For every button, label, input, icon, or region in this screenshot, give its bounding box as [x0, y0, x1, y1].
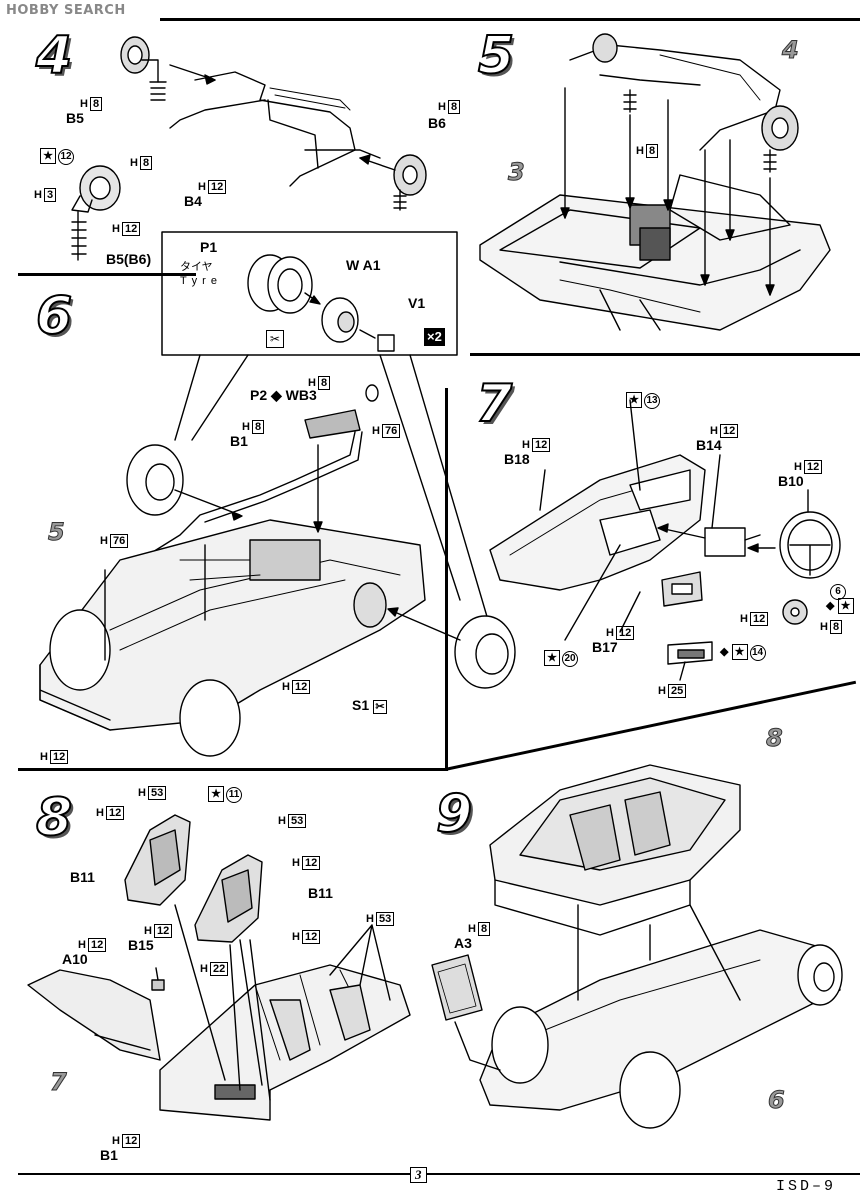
step4-bottom-rule [18, 273, 196, 276]
b4-label: B4 [184, 193, 202, 209]
step5-chassis-drawing [479, 33, 831, 331]
step5-ref-4: 4 [782, 36, 800, 64]
step5-number: 5 [477, 26, 515, 86]
a10-label: A10 [62, 951, 88, 967]
x2-badge: ×2 [424, 328, 445, 346]
step8-number: 8 [35, 788, 73, 848]
wa1-label: W A1 [346, 257, 381, 273]
step6-b1-label: B1 [230, 433, 248, 449]
step9-ref-8: 8 [766, 724, 784, 752]
step7-number: 7 [475, 374, 513, 434]
bottom-rule [18, 1173, 860, 1175]
step6-number: 6 [35, 286, 73, 346]
step9-assembly-drawing [431, 764, 843, 1129]
b14-label: B14 [696, 437, 722, 453]
step7-star20-label: ★20 [544, 650, 578, 667]
step7-color-star-label: ◆ ★ [826, 598, 854, 614]
detail-b5b6-label: B5(B6) [106, 251, 152, 267]
step4-number: 4 [35, 26, 73, 86]
b6-label: B6 [428, 115, 446, 131]
document-code: ISD–9 [776, 1178, 837, 1195]
b18-label: B18 [504, 451, 530, 467]
top-rule [160, 18, 860, 21]
step8-b11b-label: B11 [308, 885, 333, 901]
logo: HOBBY SEARCH [6, 3, 126, 18]
step7-star14-label: ◆ ★14 [720, 644, 766, 661]
s1-label: S1 ✂ [352, 698, 388, 714]
step7-dashboard-drawing [489, 399, 841, 681]
cut-tool-icon: ✂ [266, 330, 284, 348]
step9-number: 9 [435, 784, 473, 844]
step6-chassis-drawing [39, 231, 516, 757]
step5-bottom-rule [470, 353, 860, 356]
tyre-en-label: T y r e [180, 275, 218, 287]
tyre-jp-label: タイヤ [180, 261, 213, 273]
b17-label: B17 [592, 639, 618, 655]
step4-suspension-drawing [71, 36, 427, 261]
step7-left-rule [445, 388, 448, 768]
step8-ref-7: 7 [50, 1068, 68, 1096]
step8-b11a-label: B11 [70, 869, 95, 885]
b15-label: B15 [128, 937, 154, 953]
step6-ref-5: 5 [48, 518, 66, 546]
step8-b1-label: B1 [100, 1147, 118, 1163]
page-number: 3 [410, 1167, 427, 1183]
step6-bottom-rule [18, 768, 448, 771]
a3-label: A3 [454, 935, 472, 951]
detail-star-label: ★12 [40, 148, 74, 165]
b10-label: B10 [778, 473, 804, 489]
b5-label: B5 [66, 110, 84, 126]
step9-ref-6: 6 [768, 1086, 786, 1114]
step8-star11-label: ★11 [208, 786, 242, 803]
step8-interior-drawing [27, 814, 411, 1121]
p2-wb3-label: P2 ◆ WB3 [250, 387, 317, 403]
step7-star13-label: ★13 [626, 392, 660, 409]
step5-ref-3: 3 [508, 158, 526, 186]
v1-label: V1 [408, 295, 426, 311]
p1-label: P1 [200, 239, 218, 255]
